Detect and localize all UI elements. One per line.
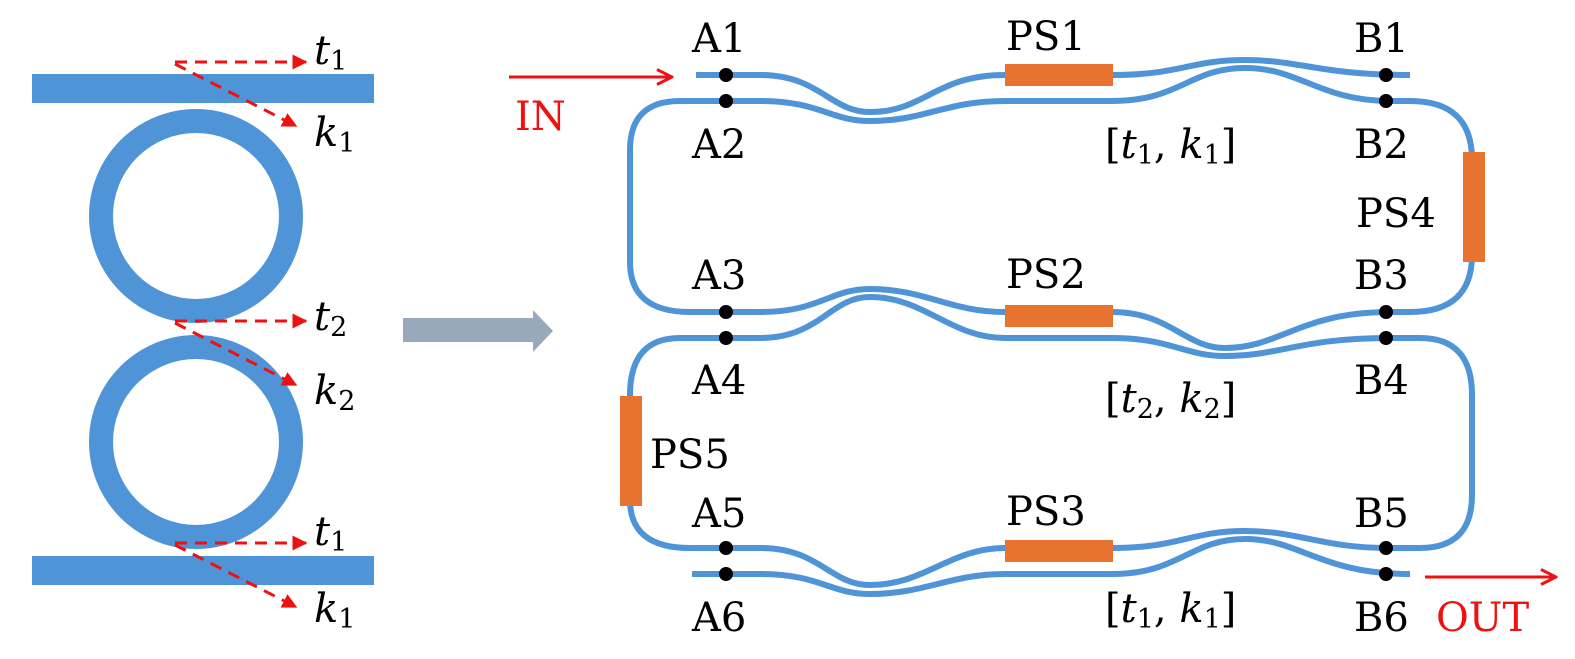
label-k2: k2 (314, 368, 355, 417)
label-t2: t2 (314, 294, 347, 343)
port-label-b3: B3 (1354, 253, 1409, 299)
waveguide-a6-b6 (692, 535, 1411, 598)
node-b5 (1379, 541, 1393, 555)
node-a1 (719, 68, 733, 82)
mzi-circuit-panel: IN (509, 14, 1556, 641)
waveguide-loop-b4-b5 (1390, 335, 1475, 551)
port-label-a5: A5 (691, 491, 746, 537)
coupling-arrow-2 (174, 321, 298, 387)
port-label-b2: B2 (1354, 122, 1409, 168)
phase-shifter-ps2 (1005, 305, 1113, 327)
node-a2 (719, 94, 733, 108)
ring-resonator-panel: t1 k1 t2 k2 t1 k1 (32, 28, 374, 635)
coupling-arrow-3 (174, 543, 298, 609)
ps-label-ps1: PS1 (1006, 14, 1086, 60)
port-label-a1: A1 (691, 16, 746, 62)
node-b4 (1379, 331, 1393, 345)
waveguide-a4-b4 (700, 293, 1391, 360)
label-k1-top: k1 (314, 110, 355, 159)
port-label-a4: A4 (691, 358, 746, 404)
node-a6 (719, 567, 733, 581)
phase-shifter-ps5 (620, 396, 642, 506)
node-a4 (719, 331, 733, 345)
node-b2 (1379, 94, 1393, 108)
ps-label-ps2: PS2 (1006, 252, 1086, 298)
ps-label-ps5: PS5 (650, 432, 730, 478)
coupling-arrow-1 (174, 62, 298, 128)
port-label-a6: A6 (691, 595, 746, 641)
coupler-label-2: [t2, k2] (1105, 376, 1236, 425)
phase-shifter-ps1 (1005, 64, 1113, 86)
port-label-a2: A2 (691, 122, 746, 168)
ps-label-ps4: PS4 (1356, 191, 1436, 237)
port-label-b4: B4 (1354, 358, 1409, 404)
port-label-a3: A3 (691, 253, 746, 299)
label-k1-bottom: k1 (314, 586, 355, 635)
phase-shifter-ps3 (1005, 540, 1113, 562)
port-label-b6: B6 (1354, 595, 1409, 641)
coupler-label-1: [t1, k1] (1105, 122, 1236, 171)
port-label-b5: B5 (1354, 491, 1409, 537)
node-b3 (1379, 305, 1393, 319)
phase-shifter-ps4 (1463, 152, 1485, 262)
right-arrow-icon (403, 310, 553, 352)
waveguide-loop-a2-a3 (627, 98, 700, 315)
coupler-label-3: [t1, k1] (1105, 586, 1236, 635)
label-t1-bottom: t1 (314, 509, 347, 558)
ring-top (89, 109, 303, 323)
node-b6 (1379, 567, 1393, 581)
label-t1-top: t1 (314, 28, 347, 77)
node-a3 (719, 305, 733, 319)
node-a5 (719, 541, 733, 555)
bus-waveguide-bottom (32, 556, 374, 585)
waveguide-a2-b2 (700, 64, 1391, 125)
port-label-b1: B1 (1354, 16, 1409, 62)
ring-bottom (89, 335, 303, 549)
node-b1 (1379, 68, 1393, 82)
input-label: IN (515, 94, 566, 140)
output-label: OUT (1436, 595, 1530, 641)
ps-label-ps3: PS3 (1006, 489, 1086, 535)
